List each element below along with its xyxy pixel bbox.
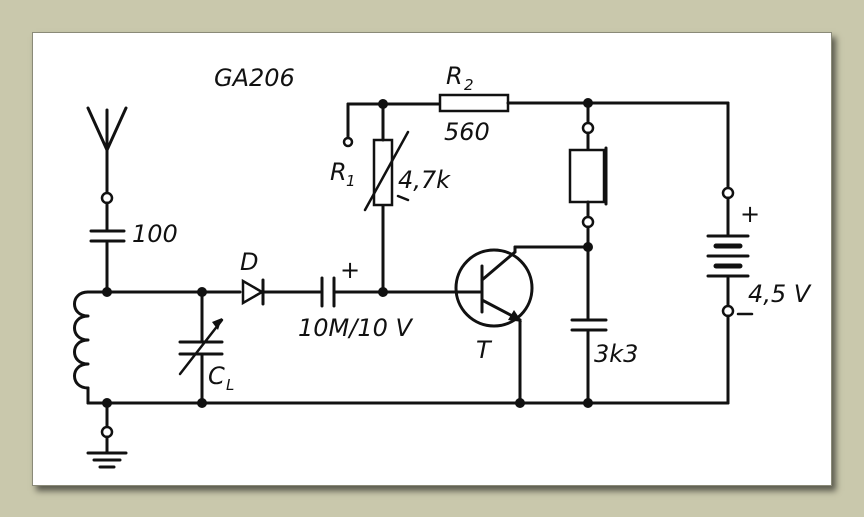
resistor-r2 [438, 93, 730, 113]
diode-symbol [241, 278, 322, 306]
schematic-paper [32, 32, 832, 486]
ground-symbol [86, 401, 128, 469]
label-antenna-cap: 100 [132, 220, 178, 248]
label-tuning-cap: C [208, 362, 225, 390]
label-coupling-cap: 10M/10 V [298, 314, 414, 342]
label-diode: D [240, 248, 258, 276]
earphone [568, 101, 608, 320]
resistor-r1 [363, 102, 410, 294]
label-r2: R [446, 62, 463, 90]
capacitor-3k3 [570, 318, 608, 405]
coupling-capacitor [320, 276, 457, 308]
label-cap-plus: + [340, 256, 360, 284]
variable-capacitor [178, 290, 224, 405]
battery [706, 101, 750, 405]
label-transistor: T [476, 336, 493, 364]
label-ga206: GA206 [214, 64, 295, 92]
transistor-symbol [453, 245, 590, 405]
label-r2-sub: 2 [464, 76, 474, 94]
tuning-coil [73, 290, 109, 405]
label-tuning-cap-sub: L [226, 376, 234, 394]
label-battery-voltage: 4,5 V [748, 280, 812, 308]
antenna-capacitor [89, 201, 126, 294]
label-r1: R [330, 158, 347, 186]
label-r1-sub: 1 [346, 172, 356, 190]
label-emitter-cap: 3k3 [594, 340, 638, 368]
label-battery-plus: + [740, 200, 760, 228]
label-r2-value: 560 [444, 118, 490, 146]
antenna-symbol [86, 106, 128, 205]
label-r1-value: 4,7k [398, 166, 451, 194]
